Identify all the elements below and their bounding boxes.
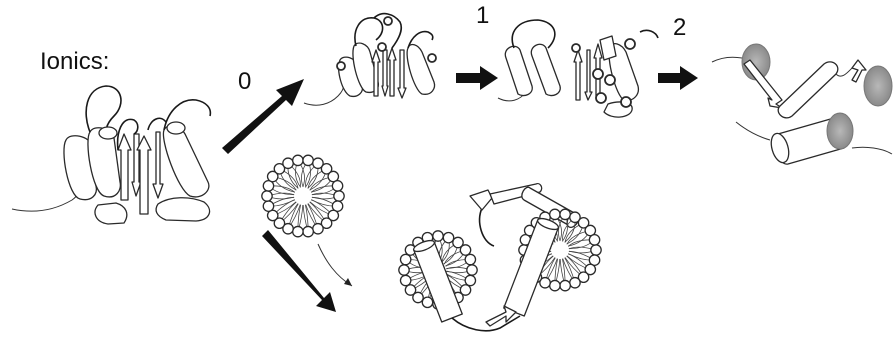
lipid-head bbox=[263, 201, 273, 211]
arrow-2-icon bbox=[658, 66, 698, 90]
lipid-head bbox=[550, 280, 560, 290]
micelle bbox=[262, 155, 344, 237]
micelle-protein-complex bbox=[399, 184, 601, 331]
membrane-helices bbox=[712, 44, 892, 165]
arrow-down-icon bbox=[262, 230, 336, 312]
lipid-head bbox=[405, 285, 415, 295]
lipid-head bbox=[303, 226, 313, 236]
arrow-1-icon bbox=[456, 66, 498, 90]
lipid-head bbox=[465, 254, 475, 264]
native-protein bbox=[12, 86, 210, 224]
lipid-head bbox=[570, 278, 580, 288]
lipid-head bbox=[589, 235, 599, 245]
lipid-head bbox=[443, 232, 453, 242]
lipid-head bbox=[467, 265, 477, 275]
unfolding-protein bbox=[498, 20, 658, 117]
lipid-head bbox=[560, 209, 570, 219]
lipid-head bbox=[400, 254, 410, 264]
lipid-head bbox=[560, 280, 570, 290]
lipid-head bbox=[332, 181, 342, 191]
intermediate-protein bbox=[304, 14, 436, 106]
lipid-head bbox=[283, 158, 293, 168]
lipid-head bbox=[465, 275, 475, 285]
micelle-lipids bbox=[262, 155, 344, 237]
lipid-head bbox=[550, 209, 560, 219]
lipid-head bbox=[313, 224, 323, 234]
lipid-head bbox=[303, 155, 313, 165]
lipid-head bbox=[433, 231, 443, 241]
lipid-head bbox=[262, 191, 272, 201]
lipid-head bbox=[460, 245, 470, 255]
lipid-head bbox=[422, 297, 432, 307]
lipid-head bbox=[400, 275, 410, 285]
arrow-0-icon bbox=[222, 79, 304, 154]
lipid-head bbox=[591, 245, 601, 255]
lipid-head bbox=[293, 155, 303, 165]
lipid-head bbox=[293, 226, 303, 236]
lipid-head bbox=[334, 191, 344, 201]
lipid-head bbox=[399, 265, 409, 275]
